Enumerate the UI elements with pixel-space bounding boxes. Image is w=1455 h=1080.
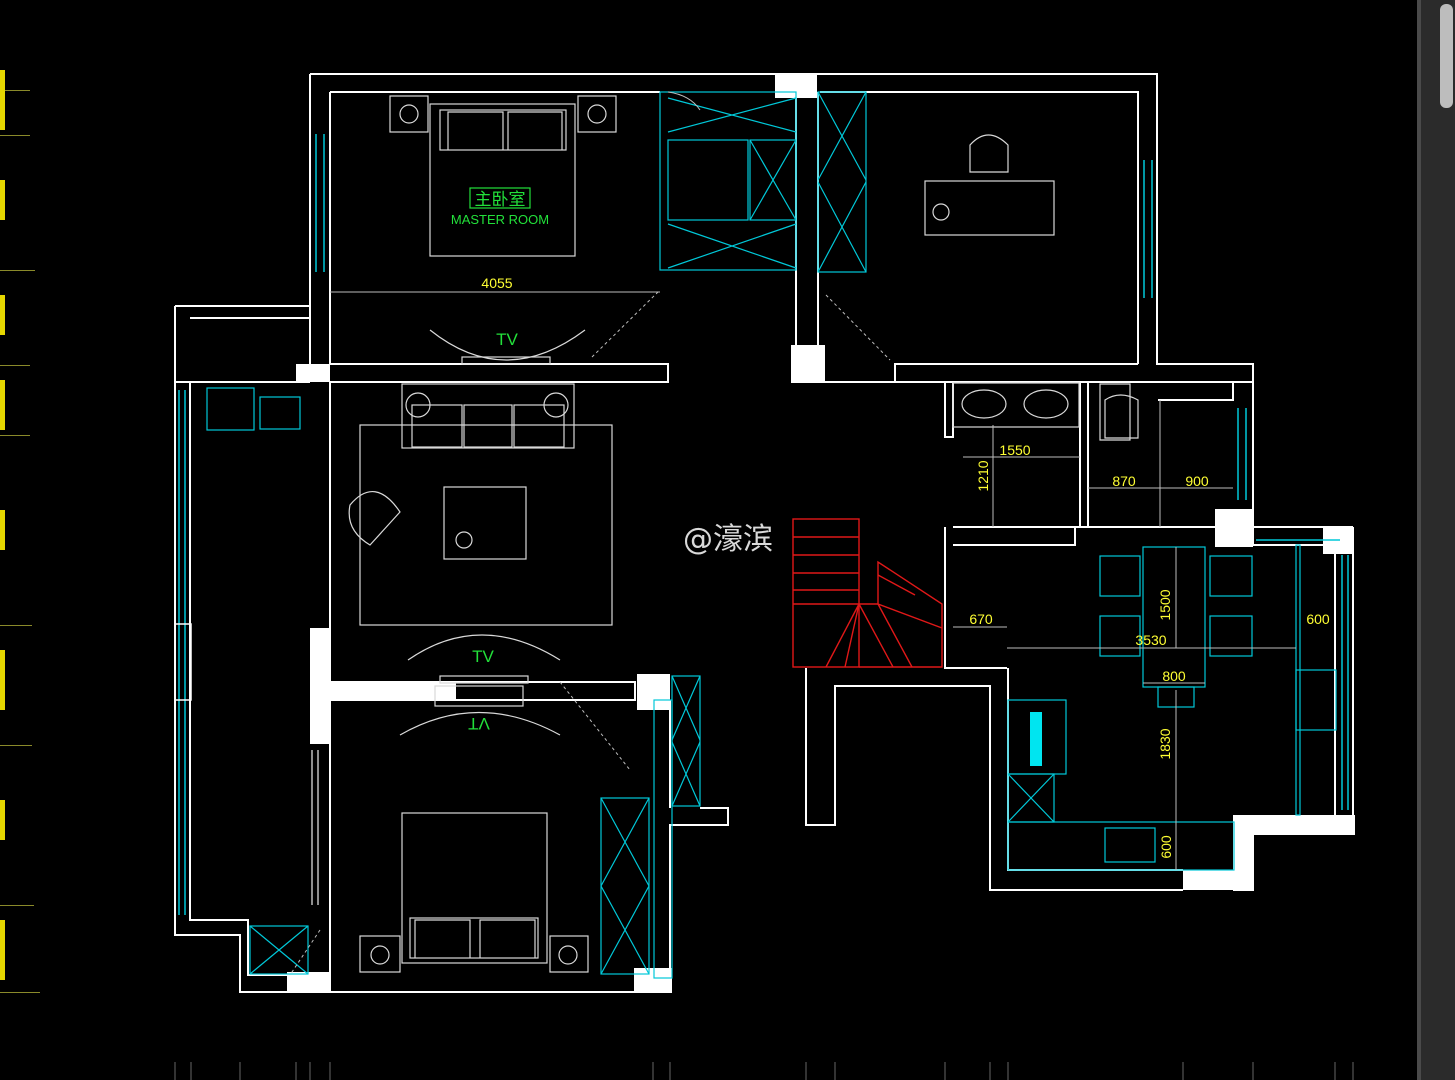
vertical-scrollbar[interactable] [1417, 0, 1455, 1080]
dim-900: 900 [1185, 473, 1209, 489]
dim-1500: 1500 [1157, 589, 1173, 620]
windows [174, 134, 1349, 915]
dimension-lines [330, 291, 1296, 870]
dim-1550: 1550 [999, 442, 1030, 458]
dim-1830: 1830 [1157, 728, 1173, 759]
tv-label-mid: TV [472, 647, 494, 666]
dim-870: 870 [1112, 473, 1136, 489]
tv-label-top: TV [496, 330, 518, 349]
dim-3530: 3530 [1135, 632, 1166, 648]
labels: 主卧室 MASTER ROOM TV TV TV 4055 1550 1210 … [451, 190, 1330, 859]
dim-1210: 1210 [975, 460, 991, 491]
dim-4055: 4055 [481, 275, 512, 291]
scrollbar-track [1417, 0, 1421, 1080]
door-swings [289, 91, 891, 976]
furniture [206, 91, 1337, 979]
staircase [792, 518, 943, 668]
dim-600-right: 600 [1306, 611, 1330, 627]
dim-670: 670 [969, 611, 993, 627]
scrollbar-thumb[interactable] [1440, 4, 1453, 108]
master-room-en-label: MASTER ROOM [451, 212, 549, 227]
dim-600-bottom: 600 [1158, 835, 1174, 859]
bottom-ruler [174, 1062, 1354, 1080]
watermark: @濠滨 [683, 522, 773, 557]
tv-label-flipped: TV [468, 714, 490, 733]
dim-800: 800 [1162, 668, 1186, 684]
master-room-cn-label: 主卧室 [475, 190, 526, 210]
wall-columns [287, 74, 1355, 993]
left-ruler [0, 60, 40, 1010]
